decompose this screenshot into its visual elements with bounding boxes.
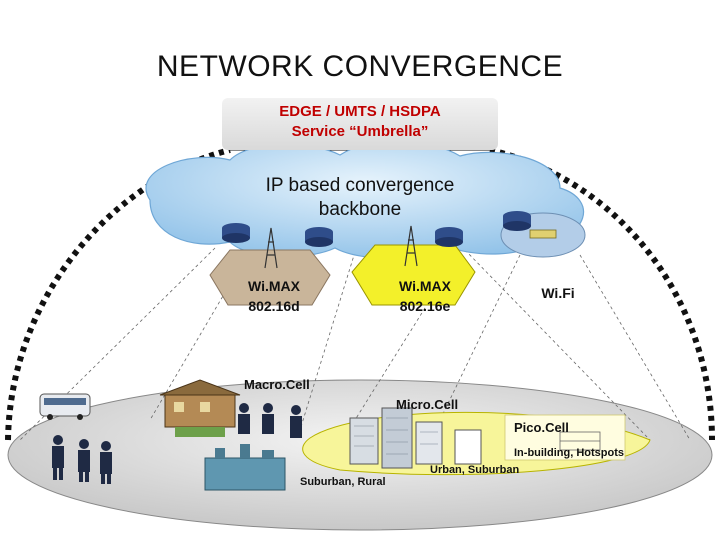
urban-label: Urban, Suburban <box>430 464 520 476</box>
wimax-e-label-standard: 802.16e <box>399 298 451 314</box>
bus-icon <box>39 393 91 420</box>
backbone-label: IP based convergence backbone <box>200 174 520 222</box>
wifi-label: Wi.Fi <box>541 285 575 301</box>
micro-cell-label: Micro.Cell <box>396 397 459 412</box>
wimax-d-label-standard: 802.16d <box>248 298 300 314</box>
wifi-access-point-icon <box>529 229 557 239</box>
umbrella-line-1: EDGE / UMTS / HSDPA <box>279 103 441 120</box>
router-icon <box>503 211 531 231</box>
backbone-line-2: backbone <box>318 199 402 220</box>
backbone-line-1: IP based convergence <box>265 175 455 196</box>
in-building-label: In-building, Hotspots <box>514 447 624 459</box>
pico-cell-label: Pico.Cell <box>514 420 569 435</box>
page-title: NETWORK CONVERGENCE <box>156 50 564 83</box>
wimax-e-label: Wi.MAX 802.16e <box>383 276 467 316</box>
house-icon <box>159 379 241 437</box>
in-building-icon <box>559 431 601 451</box>
wimax-d-label-name: Wi.MAX <box>248 278 300 294</box>
people-icon <box>52 403 302 484</box>
office-buildings-icon <box>349 407 482 469</box>
cell-tower-icon <box>264 227 278 269</box>
wimax-e-label-name: Wi.MAX <box>399 278 451 294</box>
cell-tower-icon <box>404 225 418 267</box>
factory-icon <box>204 444 286 491</box>
router-icon <box>305 227 333 247</box>
wimax-d-tile <box>209 249 331 306</box>
router-icon <box>222 223 250 243</box>
wimax-d-label: Wi.MAX 802.16d <box>232 276 316 316</box>
umbrella-line-2: Service “Umbrella” <box>291 123 429 140</box>
router-icon <box>435 227 463 247</box>
macro-cell-label: Macro.Cell <box>244 377 310 392</box>
pico-cell-zone <box>504 414 626 461</box>
service-umbrella-label: EDGE / UMTS / HSDPA Service “Umbrella” <box>222 98 498 150</box>
suburban-label: Suburban, Rural <box>300 476 386 488</box>
